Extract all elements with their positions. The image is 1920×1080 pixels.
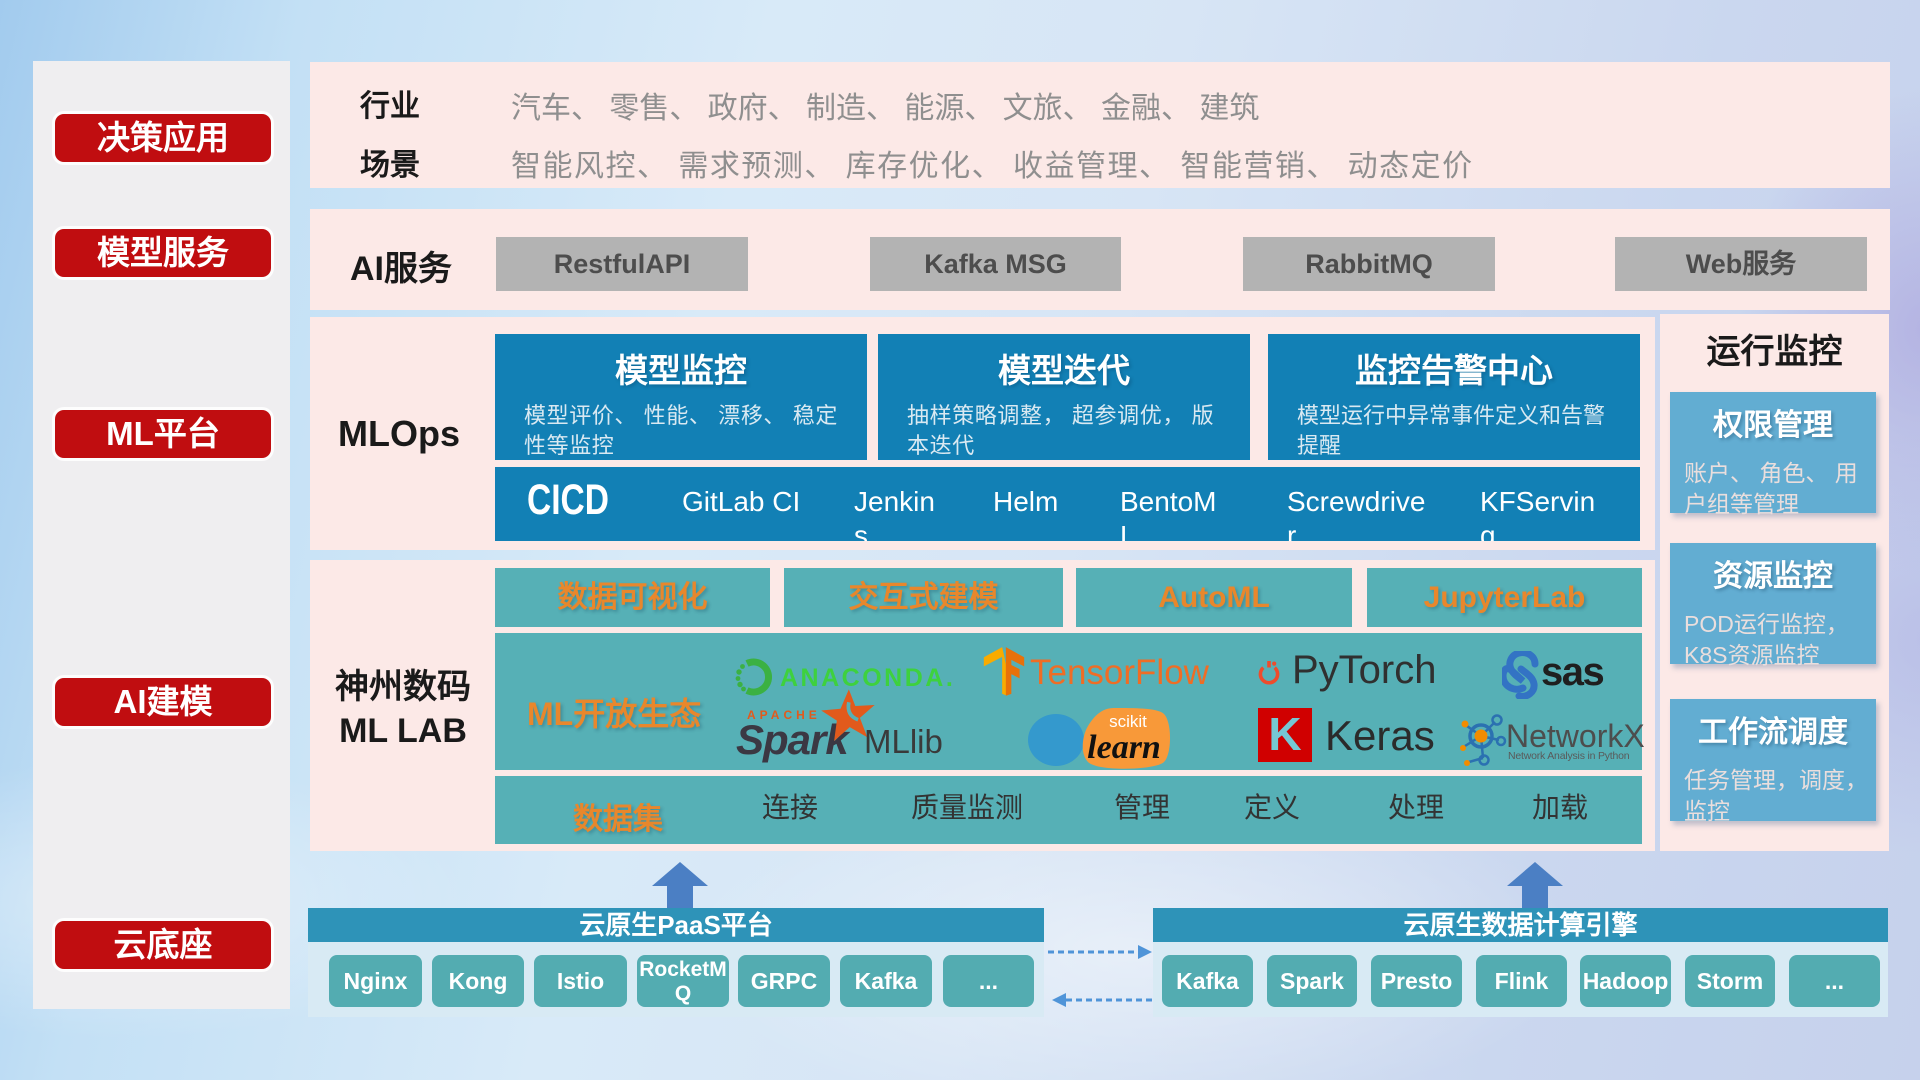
svg-text:scikit: scikit [1109,712,1147,731]
svg-text:learn: learn [1087,729,1161,766]
